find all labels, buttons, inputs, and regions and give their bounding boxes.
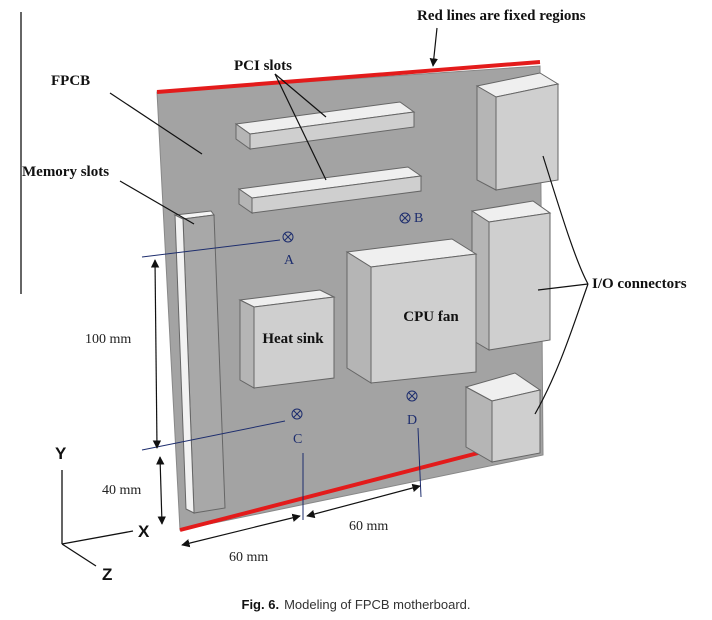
point-d-label: D	[407, 413, 417, 428]
point-b-marker	[399, 212, 411, 224]
cpu-fan	[345, 238, 478, 384]
leader-fpcb	[109, 92, 203, 155]
figure-caption: Fig. 6. Modeling of FPCB motherboard.	[242, 597, 471, 612]
caption-prefix: Fig. 6.	[242, 597, 280, 612]
dim-label-40mm: 40 mm	[102, 483, 141, 498]
extension-line-a	[141, 239, 281, 258]
pci-slot-lower	[237, 166, 423, 214]
io-connector-bottom	[464, 372, 542, 463]
memory-slots-label: Memory slots	[22, 164, 109, 180]
leader-pci-lower	[274, 73, 327, 181]
heat-sink-label: Heat sink	[262, 331, 324, 347]
dim-arrow-100mm	[150, 259, 162, 449]
extension-line-c	[141, 420, 286, 451]
fpcb-label: FPCB	[51, 73, 90, 89]
memory-slot	[173, 210, 226, 514]
point-b-label: B	[414, 211, 423, 226]
leader-fixed-regions	[429, 27, 438, 67]
dim-arrow-40mm	[156, 456, 166, 525]
caption-text: Modeling of FPCB motherboard.	[284, 597, 470, 612]
z-axis-line	[61, 543, 97, 567]
dim-label-60mm-lower: 60 mm	[229, 550, 268, 565]
point-a-marker	[282, 231, 294, 243]
fixed-regions-label: Red lines are fixed regions	[417, 8, 586, 24]
x-axis-line	[61, 530, 134, 545]
leader-memory-slots	[119, 180, 195, 225]
leader-io-top	[542, 155, 589, 285]
fixed-region-top	[156, 60, 541, 94]
io-connector-middle	[470, 200, 552, 351]
dim-label-60mm-upper: 60 mm	[349, 519, 388, 534]
heat-sink	[238, 289, 336, 389]
z-axis-label: Z	[102, 565, 112, 584]
point-c-label: C	[293, 432, 302, 447]
dim-arrow-60mm-upper	[306, 483, 421, 519]
io-connectors-label: I/O connectors	[592, 276, 687, 292]
point-d-marker	[406, 390, 418, 402]
y-axis-label: Y	[55, 444, 67, 463]
pci-slot-upper	[234, 101, 416, 150]
point-c-marker	[291, 408, 303, 420]
leader-io-middle	[537, 283, 589, 291]
x-axis-label: X	[138, 522, 150, 541]
leader-io-bottom	[534, 283, 589, 415]
point-a-label: A	[284, 253, 295, 268]
dim-arrow-60mm-lower	[181, 513, 301, 548]
dim-label-100mm: 100 mm	[85, 332, 131, 347]
io-connector-top	[475, 72, 560, 191]
pci-slots-label: PCI slots	[234, 58, 292, 74]
leader-pci-upper	[274, 73, 327, 118]
cpu-fan-label: CPU fan	[403, 309, 459, 325]
